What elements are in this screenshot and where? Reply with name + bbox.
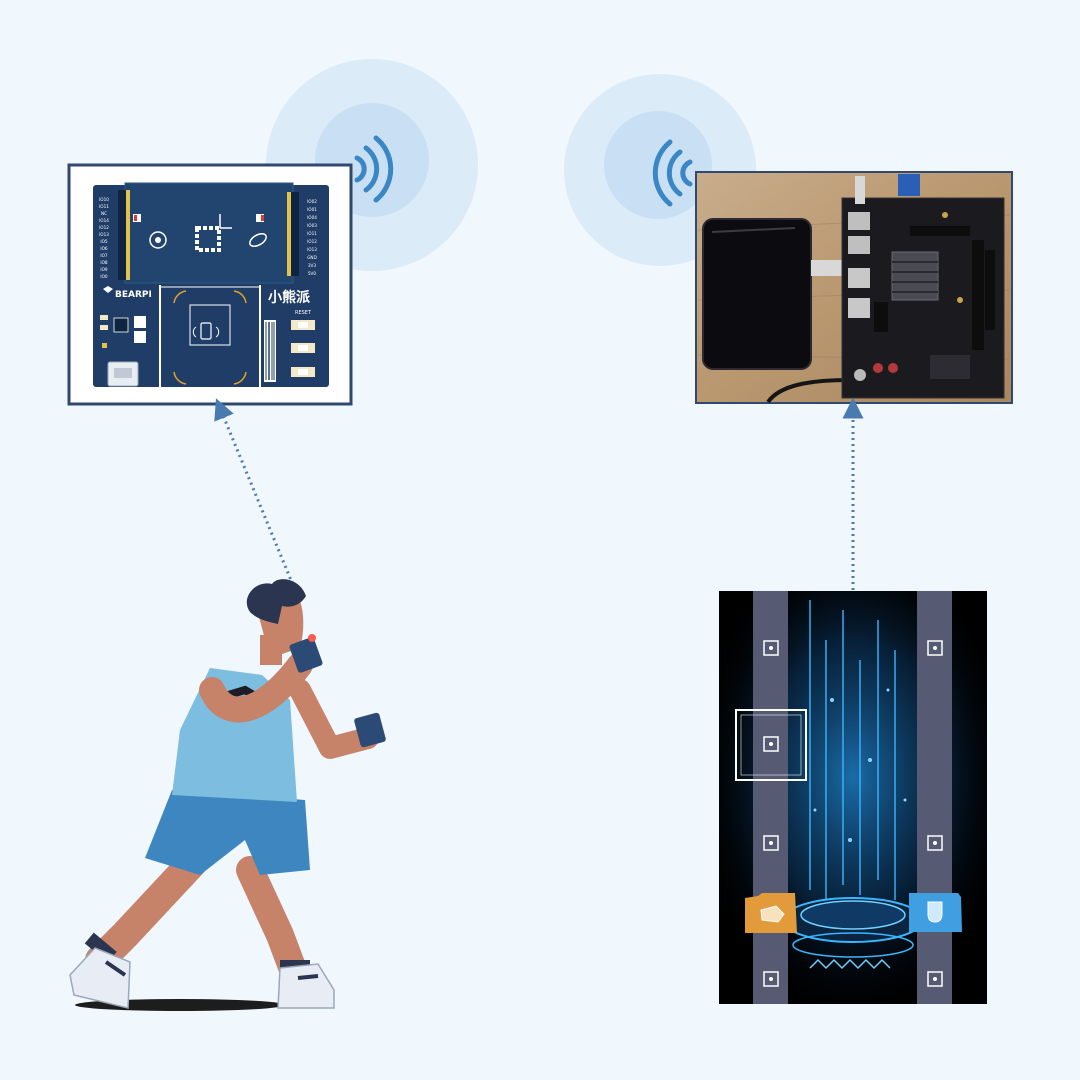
pin-label-right: IO13 bbox=[307, 247, 317, 252]
shoe-left bbox=[69, 947, 131, 1009]
device-led bbox=[308, 634, 316, 642]
shoe-right bbox=[277, 963, 335, 1009]
pin-label-right: IO12 bbox=[307, 239, 317, 244]
board-brand: BEARPI bbox=[115, 290, 152, 300]
nfc-device-hand-right bbox=[354, 712, 386, 748]
badge-right bbox=[909, 893, 962, 932]
nfc-device-hand-left bbox=[289, 637, 323, 673]
hair bbox=[246, 579, 306, 624]
pin-label-left: IO0 bbox=[100, 274, 108, 279]
wifi-signal-icon bbox=[354, 135, 394, 203]
badge-left bbox=[745, 893, 797, 933]
pin-label-right: GND bbox=[307, 255, 317, 260]
reset-label: RESET bbox=[295, 310, 312, 316]
pin-label-left: NC bbox=[101, 211, 107, 216]
pin-label-right: IO04 bbox=[307, 215, 317, 220]
pin-header-right bbox=[287, 192, 299, 276]
phone-icon bbox=[200, 322, 212, 340]
pin-label-right: 3V3 bbox=[308, 263, 317, 268]
fist-icon bbox=[927, 901, 943, 923]
game-screen bbox=[719, 591, 987, 1004]
light-beams bbox=[809, 600, 896, 900]
nfc-wave-icon bbox=[192, 326, 220, 338]
pin-label-left: IO6 bbox=[100, 246, 108, 251]
boxer-figure bbox=[69, 579, 386, 1011]
dev-board-photo bbox=[695, 171, 1013, 404]
lane-notes bbox=[763, 640, 943, 987]
tactile-buttons bbox=[291, 320, 315, 377]
pin-label-right: IO03 bbox=[307, 223, 317, 228]
pin-label-left: IO10 bbox=[99, 197, 109, 202]
sparkles bbox=[813, 688, 907, 842]
connector-arrow-left bbox=[214, 398, 297, 591]
pin-label-left: IO12 bbox=[99, 225, 109, 230]
nfc-board-card: IO10IO11NCIO14IO12IO13IO5IO6IO7IO8IO9IO0… bbox=[67, 163, 353, 406]
hand-icon bbox=[760, 905, 785, 923]
lcd-screen bbox=[702, 218, 812, 370]
pin-label-left: IO14 bbox=[99, 218, 109, 223]
board-chinese-name: 小熊派 bbox=[268, 289, 311, 306]
lane-right bbox=[917, 591, 952, 1004]
pin-label-right: 5V0 bbox=[308, 271, 317, 276]
lane-left bbox=[753, 591, 788, 1004]
pin-label-right: IO01 bbox=[307, 207, 317, 212]
pin-label-left: IO5 bbox=[100, 239, 108, 244]
pin-label-left: IO8 bbox=[100, 260, 108, 265]
pin-label-left: IO11 bbox=[99, 204, 109, 209]
nfc-antenna-outline bbox=[189, 304, 231, 346]
pin-label-right: IO11 bbox=[307, 231, 317, 236]
pin-label-left: IO9 bbox=[100, 267, 108, 272]
ribbon-cable bbox=[811, 260, 849, 276]
pin-label-right: IO02 bbox=[307, 199, 317, 204]
pin-header-left bbox=[118, 190, 130, 280]
pin-label-left: IO7 bbox=[100, 253, 108, 258]
pin-label-left: IO13 bbox=[99, 232, 109, 237]
bear-logo-icon bbox=[103, 286, 113, 293]
shorts bbox=[145, 790, 310, 875]
hit-frame bbox=[735, 709, 807, 781]
barcode bbox=[264, 320, 276, 382]
wifi-signal-icon bbox=[652, 139, 693, 207]
